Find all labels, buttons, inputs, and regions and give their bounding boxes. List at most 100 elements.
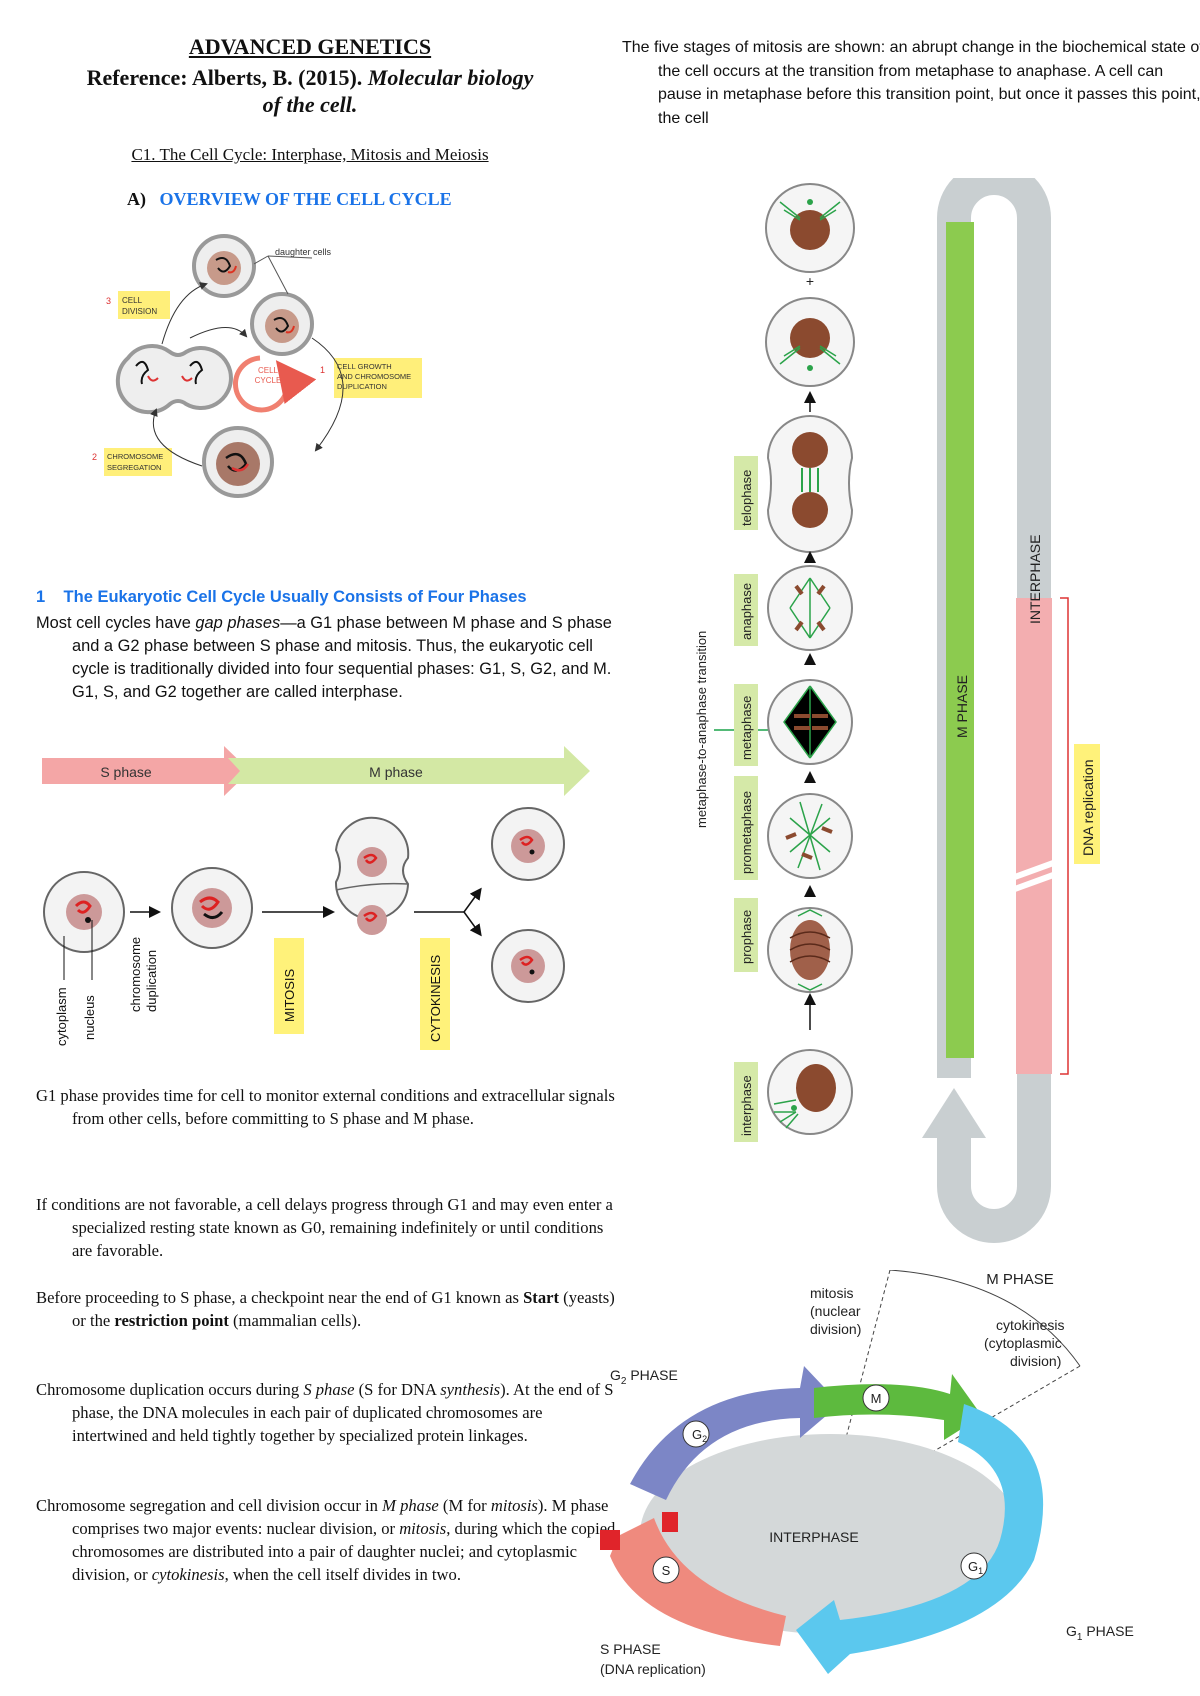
m-phase-bar — [946, 222, 974, 1058]
transition-label: metaphase-to-anaphase transition — [694, 631, 709, 828]
cell-cycle-ring-figure: M PHASE INTERPHASE G2 M S G1 mitosis (nu… — [600, 1270, 1134, 1677]
daughter-cell-top — [192, 234, 256, 298]
g1-phase-label: G1 PHASE — [1066, 1623, 1134, 1643]
g1-arc — [796, 1404, 1044, 1674]
text-run: —a G1 phase between M phase and S phase … — [72, 614, 612, 701]
chromosome-label: chromosome — [128, 937, 143, 1012]
daughter-cells-label: daughter cells — [275, 247, 332, 257]
nucleus-label: nucleus — [82, 995, 97, 1040]
cell-interphase — [767, 1049, 853, 1135]
cytokinesis-label: CYTOKINESIS — [428, 954, 443, 1042]
text-run: , when the cell itself divides in two. — [224, 1565, 461, 1584]
m-phase-bar-label: M PHASE — [954, 675, 970, 738]
dividing-cell — [115, 344, 233, 415]
section-title: OVERVIEW OF THE CELL CYCLE — [159, 189, 452, 209]
cell-anaphase — [767, 565, 853, 651]
text-emphasis: mitosis — [399, 1519, 447, 1538]
cell-prophase — [767, 907, 853, 993]
dna-replication-label-box — [1074, 744, 1100, 864]
mitosis-label-box — [274, 938, 304, 1034]
cytokinesis-label-box — [420, 938, 450, 1050]
text-run: (yeasts) or the — [72, 1288, 615, 1330]
cell-duplicated — [171, 867, 253, 949]
section-heading-a: A) OVERVIEW OF THE CELL CYCLE — [127, 189, 452, 210]
anaphase-label: anaphase — [739, 583, 754, 640]
step2-label-box — [104, 448, 172, 476]
section1-paragraph: Most cell cycles have gap phases—a G1 ph… — [36, 612, 612, 704]
step3-label-line1: CELL — [122, 296, 143, 305]
s-arc-start-marker — [600, 1530, 620, 1550]
m-circle-label: M — [871, 1391, 882, 1406]
prophase-label: prophase — [739, 910, 754, 964]
text-run: Before proceeding to S phase, a checkpoi… — [36, 1288, 524, 1307]
text-emphasis: gap phases — [195, 614, 281, 632]
g2-phase-label: G2 PHASE — [610, 1367, 678, 1387]
reference-prefix: Reference: Alberts, B. (2015). — [86, 65, 368, 90]
cycle-arrow-icon — [233, 355, 317, 413]
s-phase-label-line1: S PHASE — [600, 1641, 661, 1657]
text-run: ). M phase comprises two major events: n… — [72, 1496, 609, 1538]
paragraph-mitosis-stages: The five stages of mitosis are shown: an… — [622, 39, 1200, 127]
step2-number: 2 — [92, 452, 97, 462]
prophase-label-box — [734, 898, 758, 972]
mitosis-stages-figure: M PHASE INTERPHASE DNA replication cytok… — [694, 178, 1100, 1243]
step2-label-line1: CHROMOSOME — [107, 452, 163, 461]
interphase-label-box — [734, 1062, 758, 1142]
text-emphasis: cytokinesis — [151, 1565, 225, 1584]
text-bold: Start — [523, 1288, 560, 1307]
cell-metaphase — [767, 679, 853, 765]
step3-label-box — [118, 291, 170, 319]
text-run: (M for — [438, 1496, 491, 1515]
cytoplasm-label: cytoplasm — [54, 987, 69, 1046]
interphase-disc — [640, 1434, 1020, 1634]
loop-arrowhead — [922, 1088, 986, 1138]
step2-label-line2: SEGREGATION — [107, 463, 161, 472]
cytokinesis-label-line2: (cytoplasmic — [984, 1335, 1062, 1351]
phase-strip-figure: S phase M phase cytoplasm nucleus chromo… — [42, 746, 590, 1050]
mitosis-label-line3: division) — [810, 1321, 861, 1337]
prometaphase-label: prometaphase — [739, 791, 754, 874]
reference: Reference: Alberts, B. (2015). Molecular… — [40, 64, 580, 118]
interphase-center-label: INTERPHASE — [769, 1529, 858, 1545]
cycle-label-line2: CYCLE — [255, 376, 282, 385]
section-marker: A) — [127, 189, 146, 209]
text-bold: restriction point — [114, 1311, 229, 1330]
text-emphasis: S phase — [303, 1380, 355, 1399]
daughter-cell-upper — [491, 807, 565, 881]
paragraph-s-phase: Chromosome duplication occurs during S p… — [36, 1378, 620, 1447]
telophase-label: telophase — [739, 470, 754, 526]
g2-arc — [630, 1366, 840, 1500]
g2-circle-label: G2 — [692, 1427, 707, 1444]
dna-replication-bar — [1016, 598, 1052, 1074]
cell-cytokinesis-top — [765, 183, 855, 273]
metaphase-label: metaphase — [739, 696, 754, 760]
mitosis-label: MITOSIS — [282, 968, 297, 1022]
daughter-cell-right — [250, 292, 314, 356]
step1-label-box — [334, 358, 422, 398]
duplication-label: duplication — [144, 950, 159, 1012]
growing-cell — [202, 426, 274, 498]
cycle-label-line1: CELL — [258, 366, 279, 375]
mitosis-label-line1: mitosis — [810, 1285, 854, 1301]
section1-heading: 1 The Eukaryotic Cell Cycle Usually Cons… — [36, 588, 596, 607]
mitosis-label-line2: (nuclear — [810, 1303, 861, 1319]
reference-book: Molecular biology — [367, 65, 534, 90]
cell-prometaphase — [767, 793, 853, 879]
cytokinesis-label-line1: cytokinesis — [996, 1317, 1064, 1333]
m-arc — [814, 1374, 982, 1440]
cell-cytokinesis-bottom — [765, 297, 855, 387]
text-run: Chromosome segregation and cell division… — [36, 1496, 383, 1515]
text-emphasis: mitosis — [490, 1496, 538, 1515]
m-phase-arrow — [228, 746, 590, 796]
dna-replication-label: DNA replication — [1080, 760, 1096, 857]
m-phase-title: M PHASE — [986, 1271, 1054, 1288]
text-run: Most cell cycles have — [36, 614, 196, 632]
s-phase-label-line2: (DNA replication) — [600, 1661, 706, 1677]
paragraph-g1-phase: G1 phase provides time for cell to monit… — [36, 1086, 615, 1128]
s-phase-label: S phase — [100, 764, 152, 780]
paragraph-checkpoint: Before proceeding to S phase, a checkpoi… — [36, 1286, 620, 1332]
step1-label-line2: AND CHROMOSOME — [337, 372, 411, 381]
cytokinesis-label-line3: division) — [1010, 1353, 1061, 1369]
cell-dividing — [334, 816, 410, 935]
paragraph-m-phase: Chromosome segregation and cell division… — [36, 1494, 620, 1586]
